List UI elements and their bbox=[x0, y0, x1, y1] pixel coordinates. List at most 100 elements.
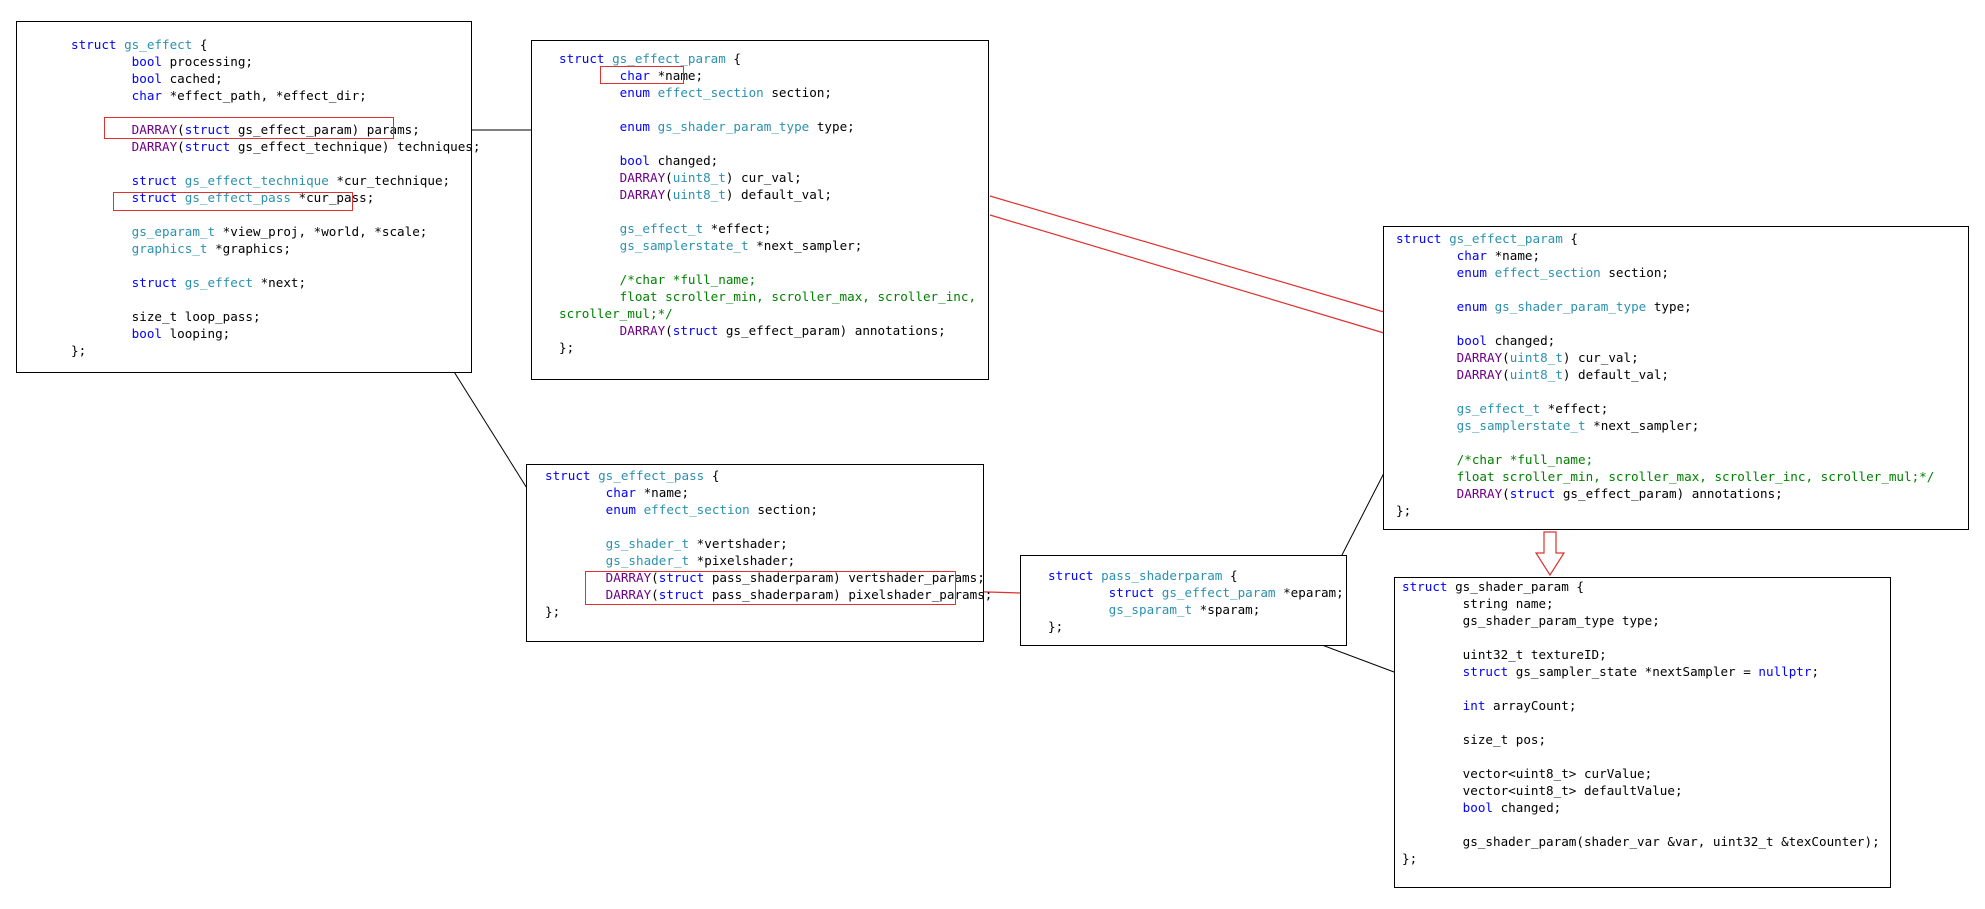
code-token bbox=[559, 187, 620, 202]
code-token: *cur_technique; bbox=[328, 173, 451, 188]
code-token: DARRAY bbox=[1456, 367, 1503, 382]
code-token: bool bbox=[131, 54, 163, 69]
code-token bbox=[1396, 401, 1457, 416]
code-line bbox=[1402, 680, 1880, 697]
code-token bbox=[559, 221, 620, 236]
code-token: gs_shader_t bbox=[605, 553, 690, 568]
code-token bbox=[1396, 350, 1457, 365]
code-line: enum gs_shader_param_type type; bbox=[559, 118, 976, 135]
code-token: ( bbox=[665, 187, 673, 202]
code-line bbox=[559, 203, 976, 220]
code-line: struct gs_sampler_state *nextSampler = n… bbox=[1402, 663, 1880, 680]
code-token: DARRAY bbox=[605, 587, 652, 602]
code-line: DARRAY(struct gs_effect_technique) techn… bbox=[71, 138, 481, 155]
code-token bbox=[1396, 469, 1457, 484]
code-token: pass_shaderparam bbox=[1101, 568, 1223, 583]
code-token: pass_shaderparam) vertshader_params; bbox=[704, 570, 985, 585]
code-token: *name; bbox=[650, 68, 704, 83]
code-token: struct bbox=[559, 51, 613, 66]
code-token: gs_shader_param_type bbox=[1494, 299, 1647, 314]
code-token bbox=[559, 289, 620, 304]
code-token: string name; bbox=[1402, 596, 1554, 611]
code-line: gs_effect_t *effect; bbox=[559, 220, 976, 237]
code-token bbox=[1402, 800, 1463, 815]
highlight-shader-params bbox=[585, 571, 956, 605]
code-line: }; bbox=[559, 339, 976, 356]
code-line: graphics_t *graphics; bbox=[71, 240, 480, 257]
code-token: nullptr bbox=[1758, 664, 1812, 679]
code-token: struct bbox=[1462, 664, 1509, 679]
code-token bbox=[71, 309, 132, 324]
code-token: gs_effect_param bbox=[612, 51, 726, 66]
code-token: }; bbox=[71, 343, 87, 358]
box-gs-effect-pass: struct gs_effect_pass { char *name; enum… bbox=[526, 464, 992, 642]
code-token: enum bbox=[619, 85, 658, 100]
code-token: *sparam; bbox=[1192, 602, 1261, 617]
code-token: scroller_mul;*/ bbox=[559, 306, 673, 321]
code-line: gs_effect_t *effect; bbox=[1396, 400, 1934, 417]
code-line bbox=[545, 518, 992, 535]
code-token: { bbox=[192, 37, 208, 52]
code-token bbox=[1396, 299, 1457, 314]
code-token: type; bbox=[1646, 299, 1692, 314]
box-pass-shaderparam: struct pass_shaderparam { struct gs_effe… bbox=[1020, 555, 1347, 646]
code-token: DARRAY bbox=[619, 170, 666, 185]
code-token bbox=[71, 88, 132, 103]
code-token: ( bbox=[1502, 367, 1510, 382]
code-line: int arrayCount; bbox=[1402, 697, 1880, 714]
code-token bbox=[1396, 248, 1457, 263]
code-token: vector<uint8_t> defaultValue; bbox=[1402, 783, 1683, 798]
code-line: DARRAY(uint8_t) default_val; bbox=[559, 186, 976, 203]
code-token: effect_section bbox=[643, 502, 750, 517]
code-line: enum effect_section section; bbox=[1396, 264, 1934, 281]
code-line: bool changed; bbox=[1402, 799, 1880, 816]
code-line: gs_eparam_t *view_proj, *world, *scale; bbox=[71, 223, 480, 240]
code-token: }; bbox=[559, 340, 575, 355]
code-token bbox=[1396, 418, 1457, 433]
code-token bbox=[71, 71, 132, 86]
code-line bbox=[1402, 629, 1880, 646]
code-token: section; bbox=[749, 502, 818, 517]
code-line: DARRAY(struct pass_shaderparam) vertshad… bbox=[545, 569, 992, 586]
code-line: struct pass_shaderparam { bbox=[1048, 567, 1344, 584]
code-token: bool bbox=[131, 326, 163, 341]
code-token: effect_section bbox=[657, 85, 764, 100]
code-token: *name; bbox=[636, 485, 690, 500]
code-token bbox=[71, 275, 132, 290]
code-token: uint8_t bbox=[672, 187, 726, 202]
code-line: struct gs_effect *next; bbox=[71, 274, 480, 291]
code-token: ( bbox=[177, 139, 185, 154]
code-line: bool changed; bbox=[559, 152, 976, 169]
code-token: struct bbox=[545, 468, 599, 483]
code-token: DARRAY bbox=[1456, 486, 1503, 501]
code-token: gs_effect_param) annotations; bbox=[718, 323, 946, 338]
code-token: DARRAY bbox=[131, 122, 178, 137]
code-line: struct gs_effect_pass { bbox=[545, 467, 992, 484]
highlight-params bbox=[104, 117, 394, 139]
code-token: }; bbox=[1402, 851, 1418, 866]
code-token: struct bbox=[131, 173, 185, 188]
code-line: bool changed; bbox=[1396, 332, 1934, 349]
code-token: section; bbox=[1600, 265, 1669, 280]
code-token bbox=[559, 238, 620, 253]
code-token: DARRAY bbox=[605, 570, 652, 585]
code-token: gs_effect_pass bbox=[598, 468, 705, 483]
code-token bbox=[1402, 664, 1463, 679]
code-token: gs_samplerstate_t bbox=[619, 238, 749, 253]
code-token: struct bbox=[672, 323, 719, 338]
code-line: struct gs_effect_param *eparam; bbox=[1048, 584, 1344, 601]
code-token bbox=[1048, 585, 1109, 600]
code-token: *graphics; bbox=[207, 241, 291, 256]
code-token: int bbox=[1462, 698, 1486, 713]
code-token: pass_shaderparam) pixelshader_params; bbox=[704, 587, 993, 602]
code-token: ; bbox=[1811, 664, 1820, 679]
code-token bbox=[1048, 602, 1109, 617]
code-token: ( bbox=[651, 587, 659, 602]
code-token: { bbox=[1222, 568, 1238, 583]
code-token: gs_eparam_t bbox=[131, 224, 216, 239]
code-token: struct bbox=[1509, 486, 1556, 501]
code-token: DARRAY bbox=[619, 187, 666, 202]
code-gs-effect-param-top: struct gs_effect_param { char *name; enu… bbox=[559, 50, 976, 356]
code-token: gs_shader_param_type bbox=[657, 119, 810, 134]
code-token: ) cur_val; bbox=[1562, 350, 1639, 365]
